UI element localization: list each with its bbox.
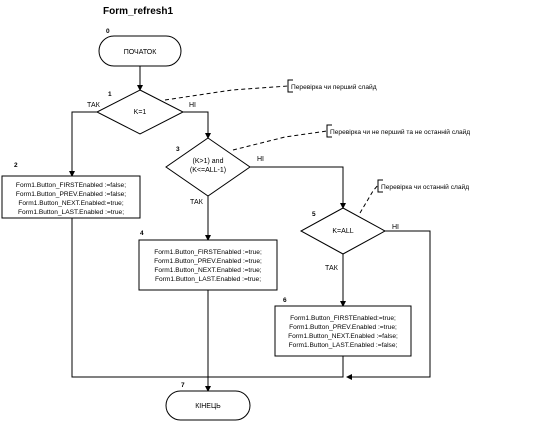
comment5-connector (359, 184, 379, 214)
process2-line-4: Form1.Button_LAST.Enabled :=true; (18, 209, 124, 216)
end-label: КІНЕЦЬ (195, 403, 221, 410)
comment5-text: Перевірка чи останній слайд (381, 183, 469, 191)
process2-box (1, 175, 141, 219)
decision3-label-line1: (K>1) and (193, 158, 224, 165)
decision3-yes-label: ТАК (190, 199, 204, 206)
process6-line-4: Form1.Button_LAST.Enabled :=false; (289, 342, 398, 349)
edge-p6-to-merge (208, 356, 344, 378)
process4-box (138, 239, 278, 291)
process2-line-2: Form1.Button_PREV.Enabled :=false; (16, 191, 126, 198)
decision5-yes-label: ТАК (325, 265, 339, 272)
decision5-diamond (299, 207, 387, 255)
decision5-label: K=ALL (332, 228, 353, 235)
decision3-label-line2: (K<=ALL-1) (190, 167, 226, 174)
process2-number: 2 (14, 162, 18, 169)
start-terminator (98, 35, 182, 67)
process6-line-2: Form1.Button_PREV.Enabled :=true; (289, 324, 397, 331)
comment1-text: Перевірка чи перший слайд (291, 83, 377, 91)
end-terminator (165, 390, 251, 421)
start-number: 0 (106, 28, 110, 35)
process4-line-1: Form1.Button_FIRSTEnabled :=true; (154, 249, 262, 256)
comment1-connector (164, 85, 289, 101)
decision5-no-label: НІ (392, 224, 399, 231)
edge-d1-no (183, 111, 211, 139)
comment3-bracket (326, 124, 332, 138)
decision1-yes-label: ТАК (87, 102, 101, 109)
decision1-diamond (95, 89, 185, 135)
edge-d5-no (346, 230, 431, 380)
decision1-number: 1 (108, 91, 112, 98)
process4-number: 4 (140, 230, 144, 237)
decision5-number: 5 (312, 211, 316, 218)
process4-line-3: Form1.Button_NEXT.Enabled :=true; (154, 267, 261, 274)
comment3-connector (232, 130, 328, 151)
comment5-bracket (377, 179, 383, 193)
process6-line-1: Form1.Button_FIRSTEnabled:=true; (290, 315, 396, 322)
end-number: 7 (181, 382, 185, 389)
edge-d1-yes (69, 111, 97, 177)
process2-line-3: Form1.Button_NEXT.Enabled:=true; (18, 200, 124, 207)
decision3-number: 3 (176, 146, 180, 153)
decision1-no-label: НІ (189, 102, 196, 109)
edge-d3-no (250, 166, 346, 209)
edge-p2-to-merge (71, 218, 208, 378)
process6-box (274, 305, 412, 357)
process4-line-4: Form1.Button_LAST.Enabled :=true; (155, 276, 261, 283)
process4-line-2: Form1.Button_PREV.Enabled :=true; (154, 258, 262, 265)
diagram-title: Form_refresh1 (103, 6, 173, 17)
start-label: ПОЧАТОК (124, 49, 158, 56)
process6-line-3: Form1.Button_NEXT.Enabled :=false; (288, 333, 398, 340)
decision1-label: K=1 (134, 109, 147, 116)
comment3-text: Перевірка чи не перший та не останній сл… (330, 128, 470, 136)
process6-number: 6 (283, 297, 287, 304)
decision3-no-label: НІ (257, 156, 264, 163)
process2-line-1: Form1.Button_FIRSTEnabled :=false; (16, 182, 126, 189)
comment1-bracket (287, 79, 293, 93)
decision3-diamond (165, 137, 251, 197)
